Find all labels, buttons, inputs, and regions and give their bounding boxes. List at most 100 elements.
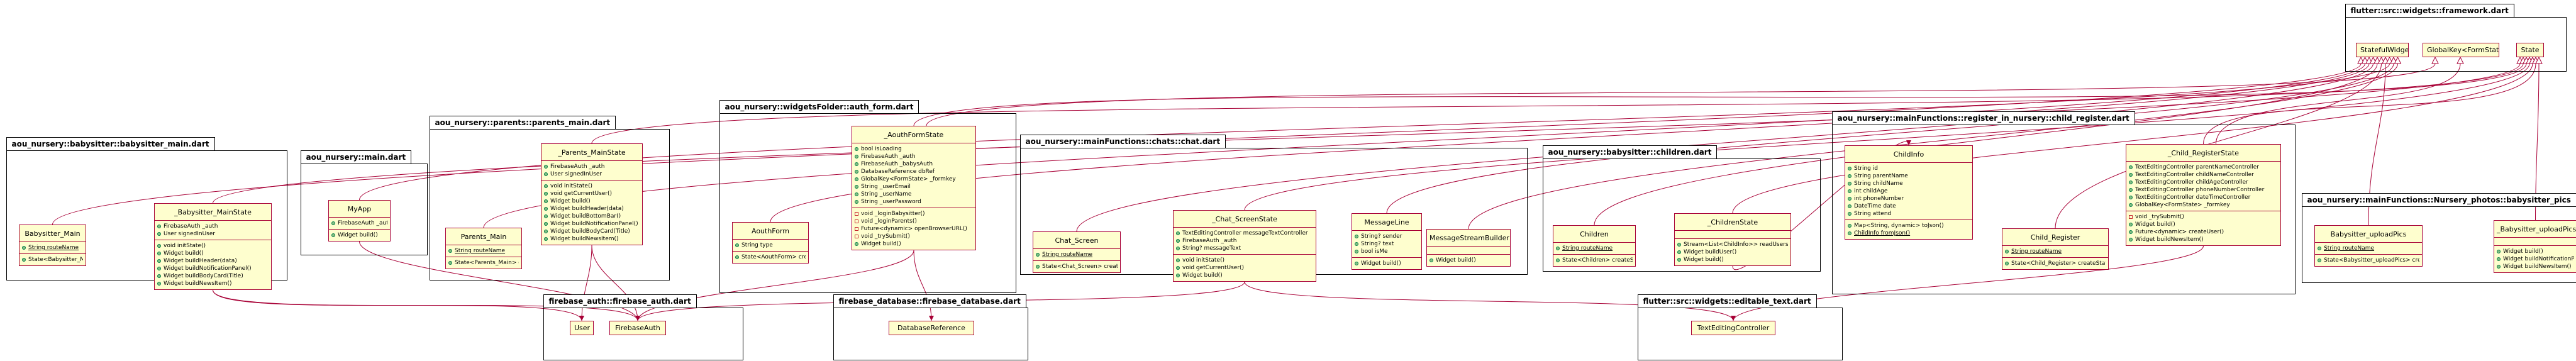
inherit-edge	[1386, 63, 2394, 214]
class-methods: void _loginBabysitter()void _loginParent…	[852, 208, 975, 250]
package-editable: flutter::src::widgets::editable_text.dar…	[1637, 294, 1843, 360]
assoc-edge	[1732, 141, 1909, 270]
package-label: aou_nursery::mainFunctions::chats::chat.…	[1019, 135, 1226, 148]
method: void initState()	[1176, 257, 1313, 264]
field: TextEditingController phoneNumberControl…	[2129, 186, 2278, 194]
class-user[interactable]: User	[570, 321, 594, 335]
field: FirebaseAuth _auth	[544, 163, 640, 170]
method: void _trySubmit()	[855, 233, 973, 240]
method: Widget buildNewsItem()	[2497, 263, 2574, 270]
package-label: aou_nursery::mainFunctions::Nursery_phot…	[2301, 193, 2576, 206]
package-children: aou_nursery::babysitter::children.dart	[1542, 145, 1821, 272]
field: TextEditingController childAgeController	[2129, 179, 2278, 186]
class-methods: State<Babysitter_uploadPics> createState…	[2315, 255, 2422, 266]
class-state[interactable]: State	[2516, 43, 2544, 57]
method: Widget buildBodyCard(Title)	[157, 272, 269, 280]
class-methods: State<Child_Register> createState()	[2002, 258, 2108, 269]
package-label: firebase_auth::firebase_auth.dart	[543, 294, 697, 308]
class-fields: String routeName	[1553, 243, 1635, 255]
class-methods: void _trySubmit()Widget build()Future<dy…	[2126, 211, 2280, 245]
class-fields: String routeName	[446, 245, 521, 257]
package-label: aou_nursery::parents::parents_main.dart	[429, 116, 616, 129]
assoc-arrow	[1731, 316, 1736, 321]
method: Widget buildNotificationPane	[2497, 255, 2574, 263]
field: String parentName	[1848, 172, 1970, 180]
class-name: Children	[1553, 226, 1635, 243]
assoc-arrow	[2431, 56, 2439, 64]
assoc-arrow	[929, 316, 934, 321]
method: Widget build()	[1176, 272, 1313, 279]
method: Future<dynamic> openBrowserURL()	[855, 225, 973, 233]
field: int phoneNumber	[1848, 195, 1970, 203]
field: String _userEmail	[855, 183, 973, 191]
class-name: TextEditingController	[1697, 324, 1770, 332]
field: User signedInUser	[157, 230, 269, 238]
method: void initState()	[544, 182, 640, 190]
assoc-edge	[359, 241, 638, 321]
method: Stream<List<ChildInfo>> readUsers()	[1677, 241, 1788, 248]
class-databasereference[interactable]: DatabaseReference	[889, 321, 974, 335]
class-name: MessageStreamBuilder	[1427, 230, 1510, 247]
package-label: aou_nursery::babysitter::children.dart	[1542, 145, 1718, 158]
field: String routeName	[2005, 248, 2106, 255]
method: Widget buildHeader(data)	[544, 205, 640, 213]
method: void _loginParents()	[855, 218, 973, 225]
field: FirebaseAuth _auth	[1176, 237, 1313, 245]
method: Widget build()	[2497, 248, 2574, 255]
class-methods: Map<String, dynamic> toJson()ChildInfo f…	[1845, 220, 1972, 239]
class-methods: Stream<List<ChildInfo>> readUsers()Widge…	[1675, 239, 1790, 265]
class-globalkey[interactable]: GlobalKey<FormState>	[2423, 43, 2499, 57]
method: Widget build()	[1430, 257, 1507, 264]
field: String _userName	[855, 191, 973, 198]
field: String? messageText	[1176, 245, 1313, 252]
assoc-edge	[637, 250, 914, 321]
method: Widget build()	[1355, 260, 1419, 267]
method: void getCurrentUser()	[544, 190, 640, 197]
class-name: _Parents_MainState	[541, 144, 642, 161]
field: TextEditingController parentNameControll…	[2129, 164, 2278, 171]
method: Widget build()	[855, 240, 973, 248]
field: int childAge	[1848, 187, 1970, 195]
assoc-edge	[1244, 281, 1734, 321]
field: DateTime date	[1848, 203, 1970, 210]
method: ChildInfo fromJson()	[1848, 230, 1970, 237]
class-texteditingcontroller[interactable]: TextEditingController	[1691, 321, 1775, 335]
field: String routeName	[1556, 245, 1633, 252]
method: Widget build()	[331, 231, 387, 239]
package-label: aou_nursery::widgetsFolder::auth_form.da…	[719, 100, 919, 113]
field: String id	[1848, 165, 1970, 172]
assoc-arrow	[635, 316, 640, 321]
class-methods: void initState()void getCurrentUser() Wid…	[541, 181, 642, 245]
class-methods: State<Chat_Screen> createState()	[1033, 261, 1120, 272]
class-fields	[1675, 231, 1790, 239]
field: String? text	[1355, 240, 1419, 248]
inherit-edge	[2055, 63, 2382, 229]
class-name: ChildInfo	[1845, 146, 1972, 163]
method: Map<String, dynamic> toJson()	[1848, 222, 1970, 230]
assoc-edge	[926, 63, 2436, 126]
class-statefulwidget[interactable]: StatefulWidget	[2356, 43, 2409, 57]
class-firebaseauth[interactable]: FirebaseAuth	[609, 321, 666, 335]
class-fields: FirebaseAuth _auth	[329, 218, 390, 230]
class-name: MyApp	[329, 201, 390, 218]
field: TextEditingController dateTimeController	[2129, 194, 2278, 201]
field: DatabaseReference dbRef	[855, 168, 973, 175]
